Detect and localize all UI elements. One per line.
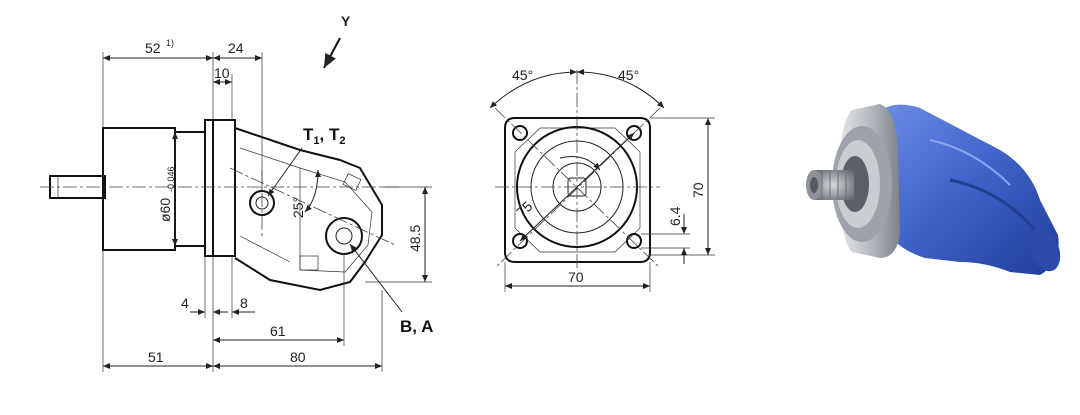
dim-6-4: 6.4 [667, 206, 683, 226]
dim-4: 4 [181, 295, 189, 311]
dim-61: 61 [270, 323, 286, 339]
dim-80: 80 [290, 349, 306, 365]
dim-70-bottom: 70 [568, 269, 584, 285]
dim-10: 10 [214, 65, 230, 81]
dim-51: 51 [148, 349, 164, 365]
angle-45-right: 45° [618, 67, 639, 83]
port-t-circle [249, 190, 275, 216]
dim-diameter-60: ø60 [157, 198, 173, 222]
flange-square [504, 117, 651, 263]
dim-70-right: 70 [690, 182, 706, 198]
flange [204, 119, 214, 257]
port-t-label: T1, T2 [303, 125, 345, 147]
dim-8: 8 [240, 295, 248, 311]
front-view: 45° 45° 75 70 6.4 70 [489, 67, 715, 292]
bolt-hole-tl [512, 125, 528, 141]
side-view: 52 1) 24 10 ø60 -0.046 25° 48.5 [40, 13, 433, 372]
view-y-label: Y [341, 13, 351, 29]
bolt-hole-br [626, 233, 642, 249]
dim-48-5: 48.5 [407, 225, 423, 252]
view-y-arrow [323, 37, 341, 69]
pump-body [870, 104, 1059, 276]
dim-diameter-tolerance: -0.046 [166, 166, 176, 192]
product-photo [806, 104, 1061, 276]
bent-housing [234, 127, 383, 292]
dim-52: 52 [145, 40, 161, 56]
port-ab-circle [325, 217, 363, 255]
rear-housing [102, 127, 176, 251]
angle-45-left: 45° [512, 67, 533, 83]
dim-24: 24 [228, 40, 244, 56]
port-ba-label: B, A [400, 317, 433, 336]
dim-angle-25: 25° [290, 197, 306, 218]
dim-75: 75 [513, 198, 535, 220]
dim-52-superscript: 1) [166, 38, 174, 48]
